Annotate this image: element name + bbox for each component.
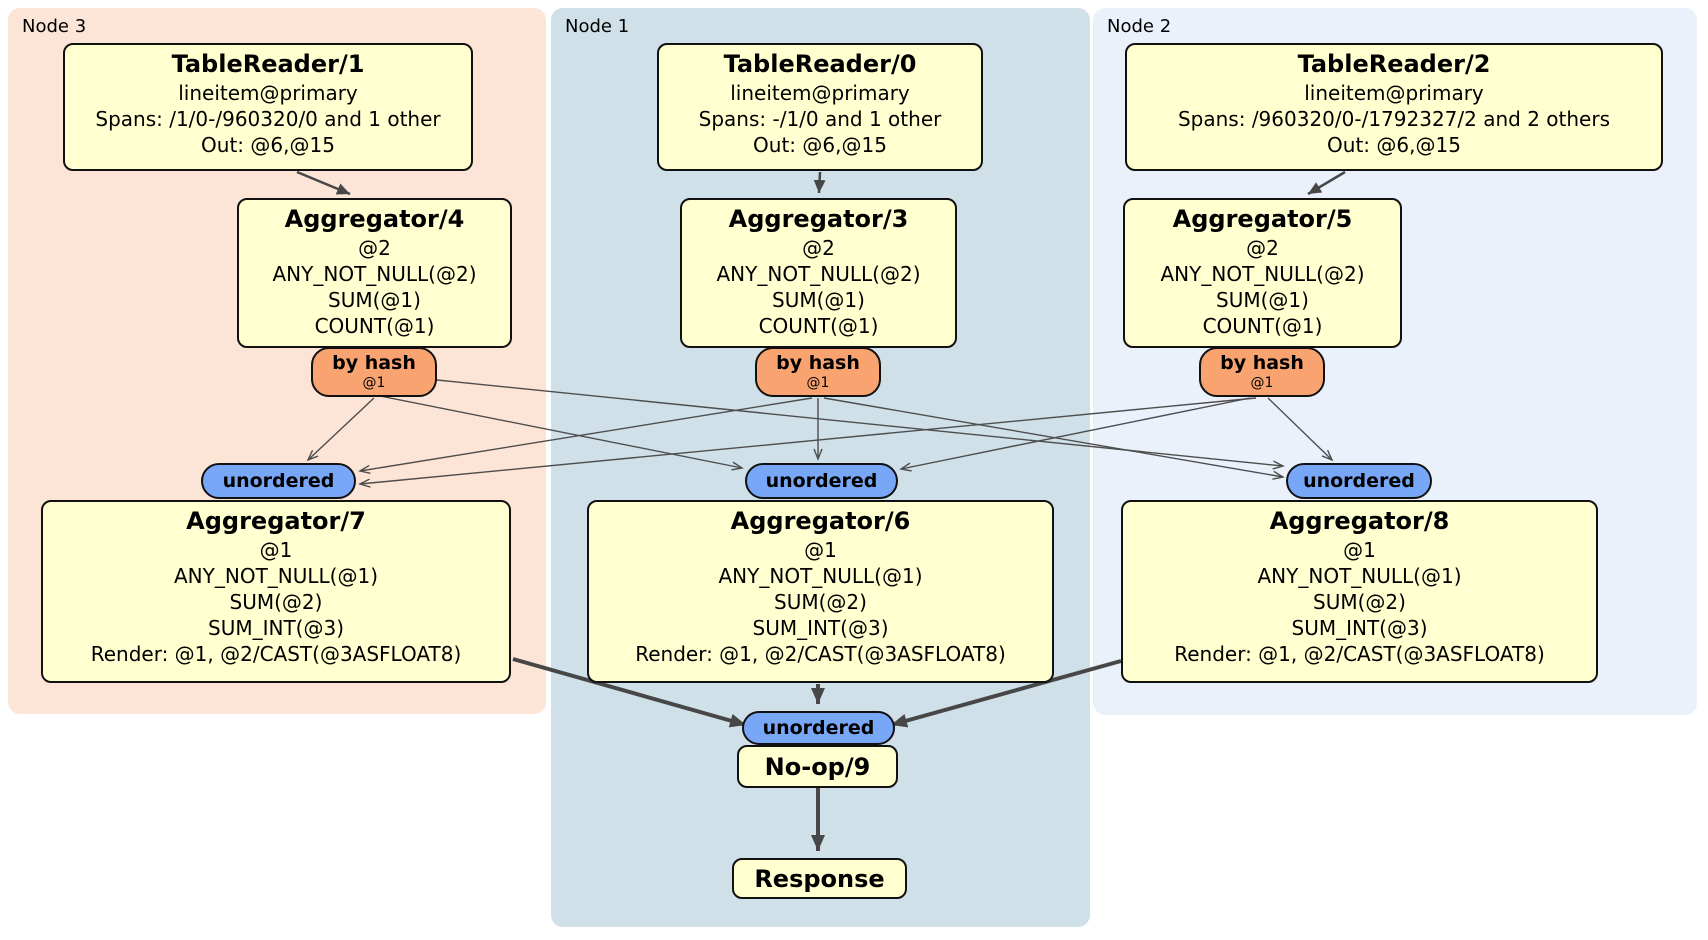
tablereader-0-index: lineitem@primary bbox=[730, 81, 910, 105]
aggregator-5-title: Aggregator/5 bbox=[1172, 205, 1353, 233]
hash-router-node2: by hash @1 bbox=[1199, 347, 1325, 397]
noop-box: No-op/9 bbox=[737, 745, 898, 788]
aggregator-7-title: Aggregator/7 bbox=[186, 507, 366, 535]
tablereader-2-title: TableReader/2 bbox=[1297, 50, 1491, 78]
aggregator-3-group: @2 bbox=[802, 236, 835, 260]
aggregator-4-fn2: SUM(@1) bbox=[328, 288, 421, 312]
aggregator-6-fn1: ANY_NOT_NULL(@1) bbox=[718, 564, 923, 588]
aggregator-6-fn2: SUM(@2) bbox=[774, 590, 867, 614]
edge-agg7-finalsync bbox=[512, 657, 747, 728]
aggregator-5-fn2: SUM(@1) bbox=[1216, 288, 1309, 312]
hash-router-node3-key: @1 bbox=[362, 375, 386, 391]
node1-region-label: Node 1 bbox=[565, 16, 630, 37]
aggregator-7-render: Render: @1, @2/CAST(@3ASFLOAT8) bbox=[90, 642, 462, 666]
node2-region-label: Node 2 bbox=[1107, 16, 1172, 37]
edge-tr1-agg4 bbox=[296, 170, 351, 196]
tablereader-1-spans: Spans: /1/0-/960320/0 and 1 other bbox=[95, 107, 441, 131]
tablereader-1-box: TableReader/1 lineitem@primary Spans: /1… bbox=[63, 43, 473, 171]
aggregator-7-box: Aggregator/7 @1 ANY_NOT_NULL(@1) SUM(@2)… bbox=[41, 500, 511, 683]
aggregator-7-group: @1 bbox=[259, 538, 293, 562]
hash-router-node1-label: by hash bbox=[776, 352, 860, 374]
aggregator-8-fn2: SUM(@2) bbox=[1313, 590, 1406, 614]
aggregator-8-box: Aggregator/8 @1 ANY_NOT_NULL(@1) SUM(@2)… bbox=[1121, 500, 1598, 683]
aggregator-5-fn3: COUNT(@1) bbox=[1202, 314, 1323, 338]
edge-tr2-agg5 bbox=[1307, 170, 1346, 196]
aggregator-3-box: Aggregator/3 @2 ANY_NOT_NULL(@2) SUM(@1)… bbox=[680, 198, 957, 348]
aggregator-8-fn1: ANY_NOT_NULL(@1) bbox=[1257, 564, 1462, 588]
aggregator-6-fn3: SUM_INT(@3) bbox=[752, 616, 889, 640]
aggregator-7-fn3: SUM_INT(@3) bbox=[208, 616, 344, 640]
unordered-sync-final: unordered bbox=[742, 711, 895, 745]
aggregator-6-title: Aggregator/6 bbox=[730, 507, 911, 535]
aggregator-5-fn1: ANY_NOT_NULL(@2) bbox=[1160, 262, 1365, 286]
aggregator-3-title: Aggregator/3 bbox=[728, 205, 909, 233]
aggregator-3-fn1: ANY_NOT_NULL(@2) bbox=[716, 262, 921, 286]
tablereader-1-out: Out: @6,@15 bbox=[201, 133, 335, 157]
unordered-sync-node3: unordered bbox=[201, 463, 356, 499]
edge-hash3-sync2 bbox=[899, 397, 1251, 472]
edge-hash3-sync3 bbox=[1267, 397, 1334, 462]
tablereader-0-title: TableReader/0 bbox=[723, 50, 917, 78]
edge-tr0-agg3 bbox=[813, 171, 826, 194]
aggregator-5-box: Aggregator/5 @2 ANY_NOT_NULL(@2) SUM(@1)… bbox=[1123, 198, 1402, 348]
hash-router-node2-label: by hash bbox=[1220, 352, 1304, 374]
edge-agg8-finalsync bbox=[890, 659, 1122, 728]
edge-hash3-sync1 bbox=[358, 397, 1257, 488]
hash-router-node3: by hash @1 bbox=[311, 347, 437, 397]
tablereader-1-title: TableReader/1 bbox=[171, 50, 365, 78]
aggregator-8-title: Aggregator/8 bbox=[1269, 507, 1450, 535]
aggregator-7-fn1: ANY_NOT_NULL(@1) bbox=[174, 564, 378, 588]
tablereader-1-index: lineitem@primary bbox=[178, 81, 358, 105]
tablereader-0-spans: Spans: -/1/0 and 1 other bbox=[698, 107, 942, 131]
node3-region-label: Node 3 bbox=[22, 16, 87, 37]
aggregator-4-title: Aggregator/4 bbox=[284, 205, 465, 233]
aggregator-3-fn2: SUM(@1) bbox=[772, 288, 865, 312]
aggregator-4-fn3: COUNT(@1) bbox=[314, 314, 435, 338]
hash-router-node1-key: @1 bbox=[806, 375, 830, 391]
tablereader-0-box: TableReader/0 lineitem@primary Spans: -/… bbox=[657, 43, 983, 171]
unordered-sync-node1: unordered bbox=[745, 463, 898, 499]
unordered-sync-node2: unordered bbox=[1286, 463, 1432, 499]
edge-hash1-sync2 bbox=[379, 395, 744, 471]
aggregator-3-fn3: COUNT(@1) bbox=[758, 314, 879, 338]
tablereader-0-out: Out: @6,@15 bbox=[753, 133, 887, 157]
response-box: Response bbox=[732, 858, 907, 899]
hash-router-node3-label: by hash bbox=[332, 352, 416, 374]
tablereader-2-index: lineitem@primary bbox=[1304, 81, 1484, 105]
aggregator-6-render: Render: @1, @2/CAST(@3ASFLOAT8) bbox=[635, 642, 1006, 666]
tablereader-2-box: TableReader/2 lineitem@primary Spans: /9… bbox=[1125, 43, 1663, 171]
edge-hash1-sync1 bbox=[306, 397, 375, 462]
edge-hash1-sync3 bbox=[436, 379, 1285, 470]
aggregator-4-fn1: ANY_NOT_NULL(@2) bbox=[272, 262, 477, 286]
aggregator-5-group: @2 bbox=[1246, 236, 1279, 260]
hash-router-node2-key: @1 bbox=[1250, 375, 1274, 391]
aggregator-8-fn3: SUM_INT(@3) bbox=[1291, 616, 1428, 640]
hash-router-node1: by hash @1 bbox=[755, 347, 881, 397]
aggregator-8-render: Render: @1, @2/CAST(@3ASFLOAT8) bbox=[1174, 642, 1545, 666]
aggregator-7-fn2: SUM(@2) bbox=[229, 590, 323, 614]
aggregator-6-box: Aggregator/6 @1 ANY_NOT_NULL(@1) SUM(@2)… bbox=[587, 500, 1054, 683]
edge-hash2-sync1 bbox=[358, 397, 813, 475]
aggregator-4-group: @2 bbox=[358, 236, 391, 260]
aggregator-8-group: @1 bbox=[1343, 538, 1376, 562]
aggregator-4-box: Aggregator/4 @2 ANY_NOT_NULL(@2) SUM(@1)… bbox=[237, 198, 512, 348]
tablereader-2-spans: Spans: /960320/0-/1792327/2 and 2 others bbox=[1177, 107, 1610, 131]
aggregator-6-group: @1 bbox=[804, 538, 837, 562]
tablereader-2-out: Out: @6,@15 bbox=[1327, 133, 1461, 157]
